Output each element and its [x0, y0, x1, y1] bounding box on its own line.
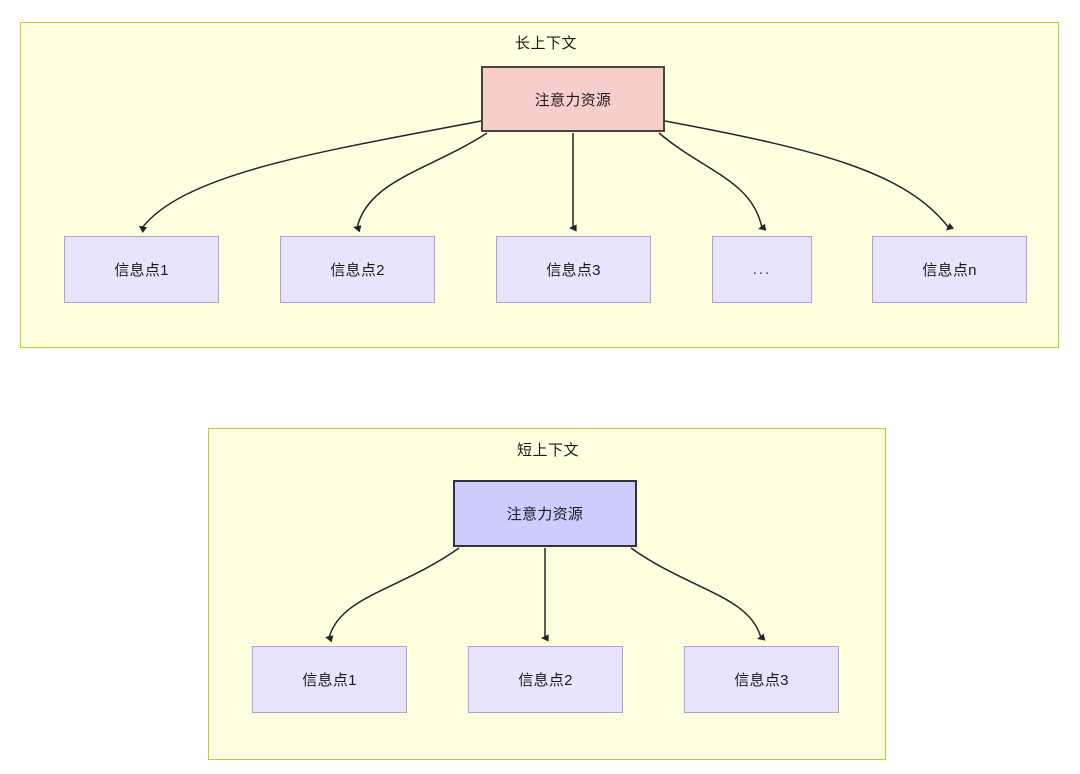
node-info-point-long-2[interactable]: 信息点2 [280, 236, 435, 303]
node-info-point-long-1[interactable]: 信息点1 [64, 236, 219, 303]
node-attention-resource-short[interactable]: 注意力资源 [453, 480, 637, 547]
node-attention-resource-long[interactable]: 注意力资源 [481, 66, 665, 132]
node-info-point-short-2[interactable]: 信息点2 [468, 646, 623, 713]
node-info-point-short-1[interactable]: 信息点1 [252, 646, 407, 713]
node-info-point-short-3[interactable]: 信息点3 [684, 646, 839, 713]
panel-short-context-title: 短上下文 [516, 442, 579, 459]
node-info-point-long-ellipsis[interactable]: ... [712, 236, 812, 303]
node-info-point-long-n[interactable]: 信息点n [872, 236, 1027, 303]
panel-long-context-title: 长上下文 [514, 35, 577, 52]
node-info-point-long-3[interactable]: 信息点3 [496, 236, 651, 303]
